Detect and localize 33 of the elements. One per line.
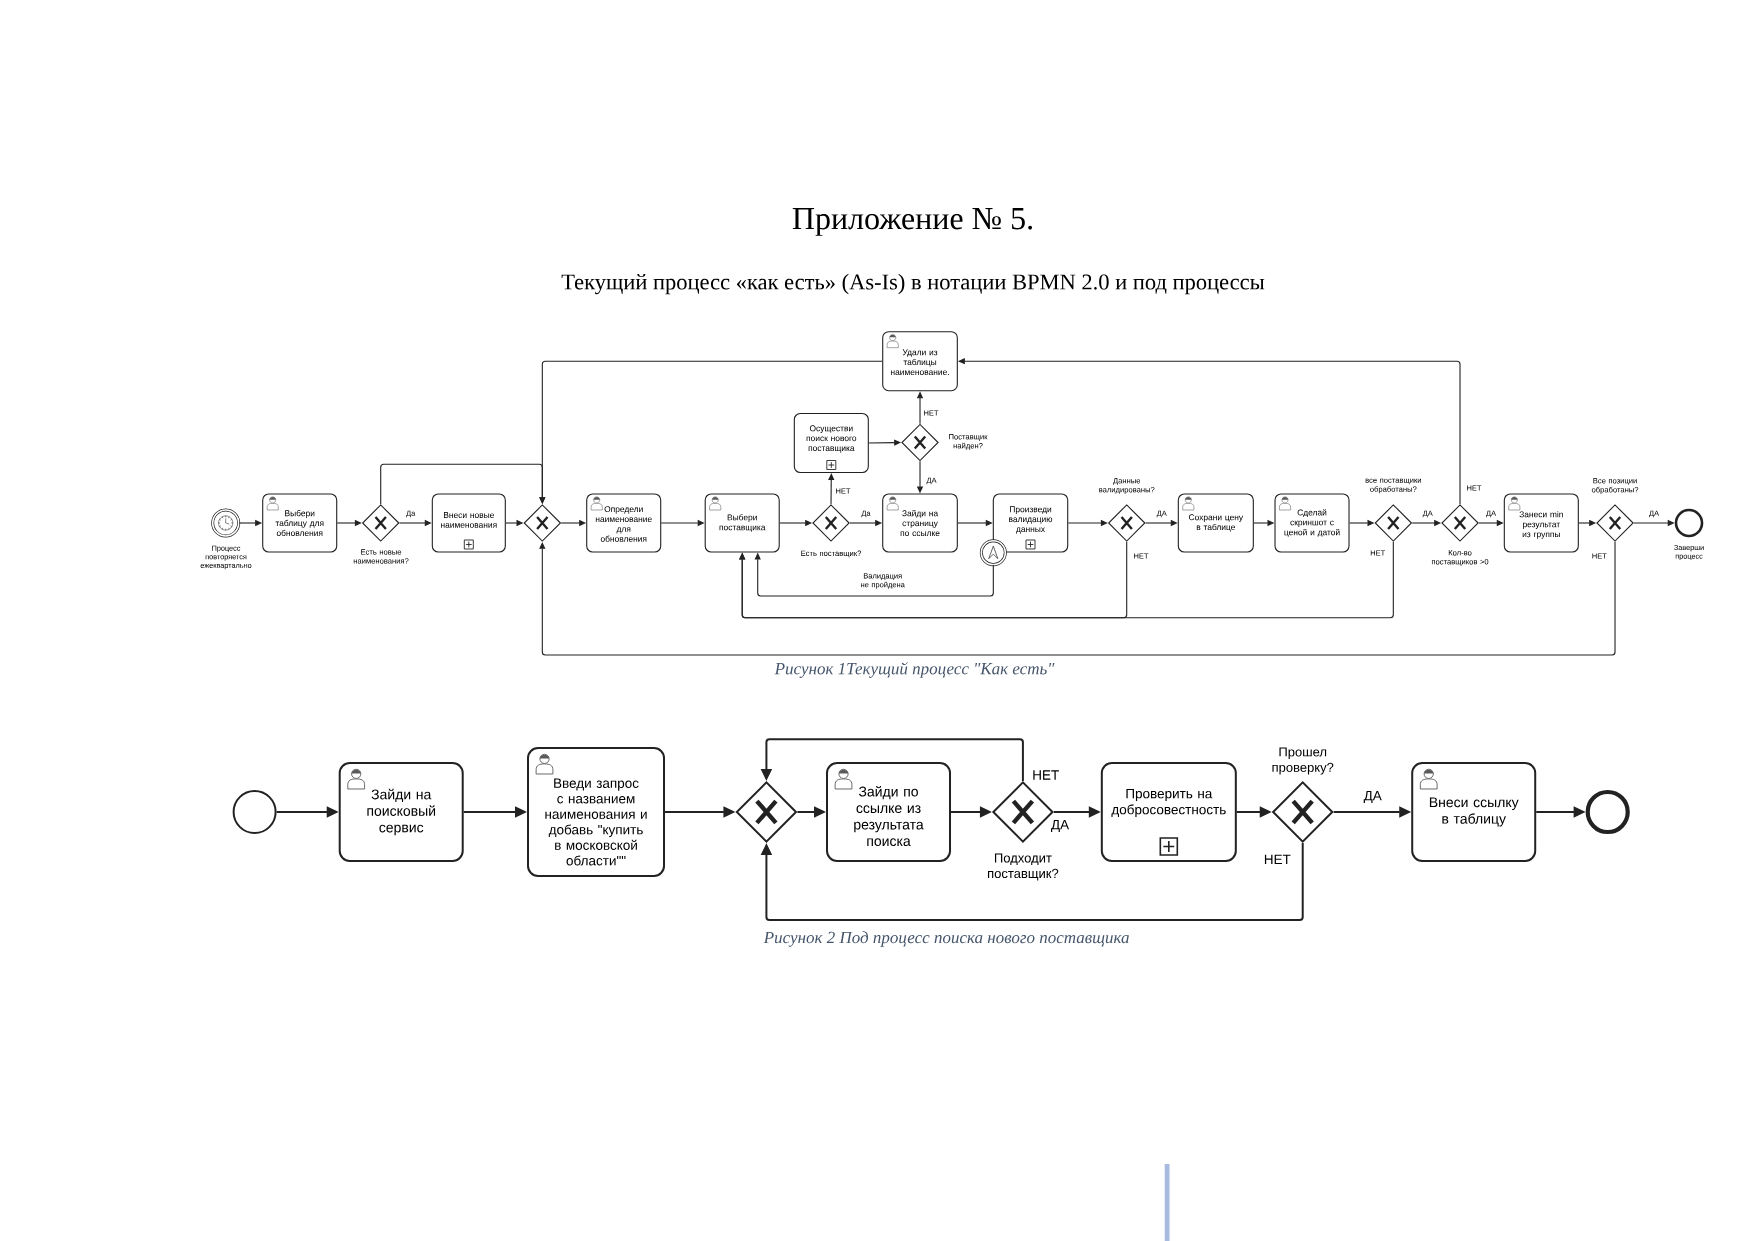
task-box: Выбери таблицу для обновления — [262, 493, 338, 553]
task-box: Сохрани цену в таблице — [1177, 493, 1254, 553]
task-box: Сделай скриншот с ценой и датой — [1274, 493, 1350, 553]
arrow — [760, 842, 1304, 921]
end-event — [1585, 789, 1630, 835]
figure-caption: Рисунок 2 Под процесс поиска нового поставщика — [763, 931, 1129, 947]
gateway-label: Прошел проверку? — [1272, 747, 1334, 775]
task-box: Зайди на страницу по ссылке — [882, 493, 958, 553]
subprocess-box: Проверить на добросовестность — [1100, 762, 1237, 862]
task-box: Удали из таблицы наименование. — [882, 331, 958, 392]
figure-caption: Рисунок 1Текущий процесс "Как есть" — [774, 662, 1055, 678]
task-box: Внеси ссылку в таблицу — [1411, 762, 1537, 862]
gateway-label: Подходит поставщик? — [988, 853, 1059, 881]
edge-label: НЕТ — [1031, 769, 1061, 781]
task-box: Занеси min результат из группы — [1503, 493, 1579, 553]
task-box: Введи запрос с названием наименования и добавь "купить в московской области"" — [527, 747, 665, 877]
task-box: Зайди на поисковый сервис — [338, 762, 464, 862]
subprocess-box: Осуществи поиск нового поставщика — [793, 412, 869, 474]
edge-label: ДА — [1362, 790, 1383, 804]
title: Приложение № 5. — [792, 208, 1032, 236]
end-event — [1674, 508, 1704, 538]
task-box: Зайди по ссылке из результата поиска — [826, 762, 951, 862]
arrow — [539, 541, 1616, 656]
subprocess-box: Внеси новые наименования — [431, 493, 506, 553]
task-box: Выбери поставщика — [704, 493, 780, 553]
edge-label: ДА — [1049, 819, 1071, 833]
start-event — [232, 790, 277, 834]
subtitle: Текущий процесс «как есть» (As-Is) в нотации BPMN 2.0 и под процессы — [561, 273, 1265, 295]
subprocess-box: Произведи валидацию данных — [992, 493, 1069, 553]
arrow — [828, 473, 835, 505]
arrow — [739, 541, 1394, 619]
edge-label: НЕТ — [1262, 853, 1292, 865]
task-box: Определи наименование для обновления — [586, 493, 662, 553]
